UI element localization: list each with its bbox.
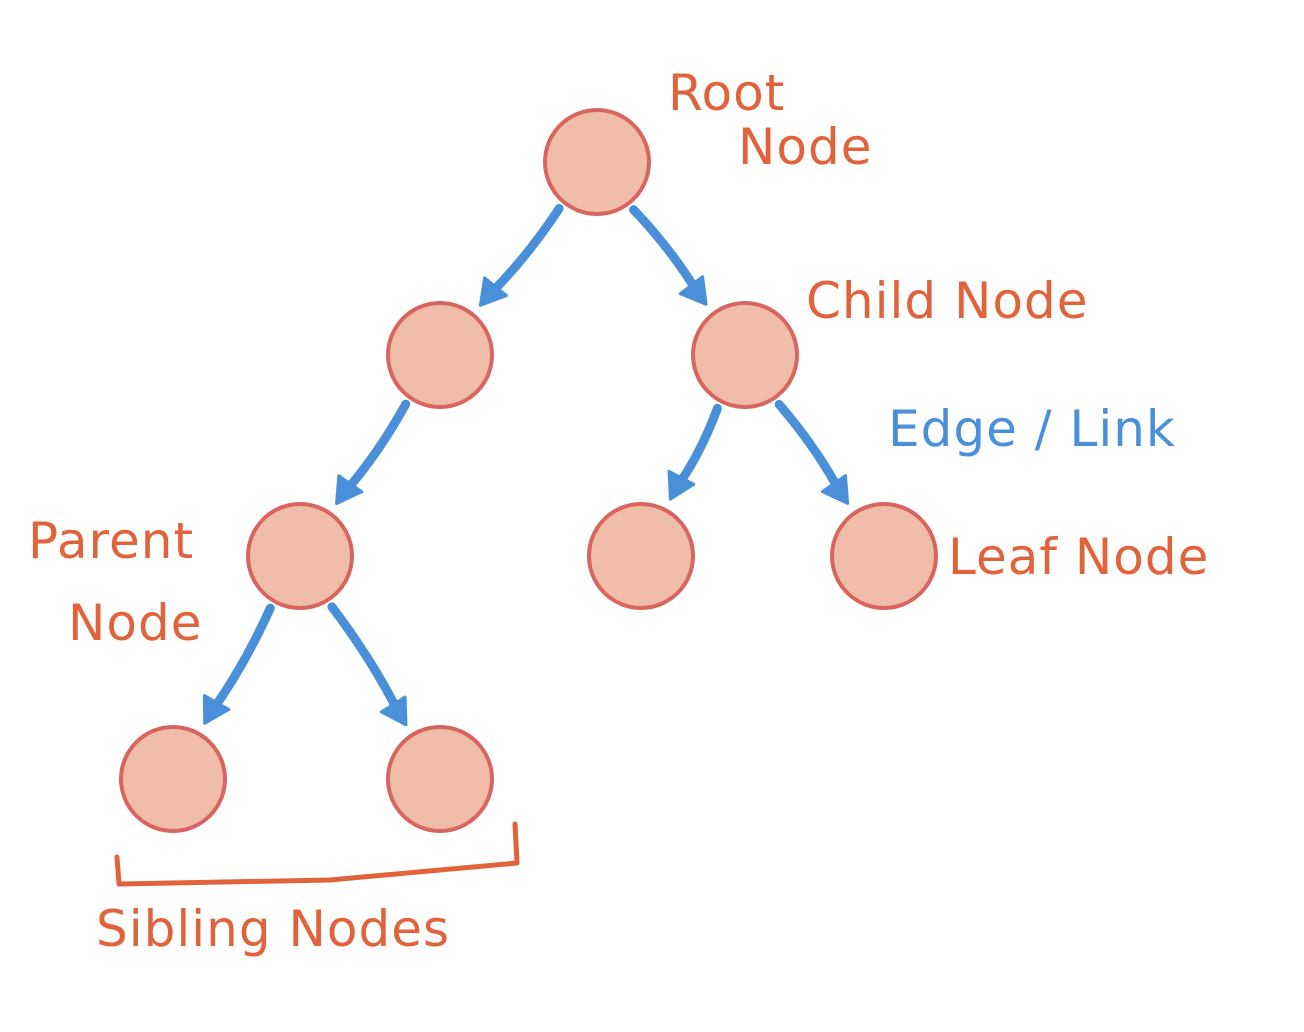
nodes-layer — [119, 108, 938, 833]
edge-arrow — [202, 603, 275, 725]
arrowhead — [678, 275, 708, 306]
root-node — [543, 108, 651, 216]
edges-layer — [202, 204, 850, 727]
edge-line — [671, 403, 722, 493]
arrowhead — [202, 694, 231, 725]
edge-line — [327, 602, 405, 720]
sibling-bracket — [114, 821, 520, 887]
edge-link-label: Edge / Link — [888, 400, 1176, 458]
sibling-nodes-label: Sibling Nodes — [96, 900, 451, 958]
edge-arrow — [335, 399, 411, 505]
arrowhead — [335, 474, 364, 505]
tree-node — [386, 725, 494, 833]
root-node-label: Root Node — [668, 62, 873, 178]
parent-node-label: Parent Node — [28, 510, 203, 654]
tree-node — [119, 725, 227, 833]
edge-arrow — [629, 205, 708, 306]
tree-node — [246, 502, 354, 610]
edge-arrow — [774, 399, 850, 505]
arrowhead — [667, 469, 696, 501]
edge-line — [629, 205, 704, 300]
edge-line — [483, 204, 564, 301]
sibling-bracket-line — [114, 821, 520, 887]
tree-node — [386, 301, 494, 409]
arrowhead — [820, 474, 850, 505]
leaf-node-label: Leaf Node — [948, 528, 1210, 586]
arrowhead — [478, 276, 508, 307]
tree-node — [587, 502, 695, 610]
tree-node — [830, 502, 938, 610]
edge-line — [774, 399, 846, 498]
edge-line — [206, 603, 275, 718]
child-node-label: Child Node — [806, 272, 1089, 330]
tree-node — [691, 301, 799, 409]
edge-arrow — [327, 602, 408, 727]
root-node-label-line1: Root — [668, 64, 786, 122]
arrowhead — [379, 695, 408, 727]
edge-arrow — [478, 204, 564, 307]
root-node-label-line2: Node — [738, 118, 873, 176]
parent-node-label-line1: Parent — [28, 512, 195, 570]
edge-line — [338, 399, 411, 499]
parent-node-label-line2: Node — [68, 594, 203, 652]
edge-arrow — [667, 403, 722, 501]
